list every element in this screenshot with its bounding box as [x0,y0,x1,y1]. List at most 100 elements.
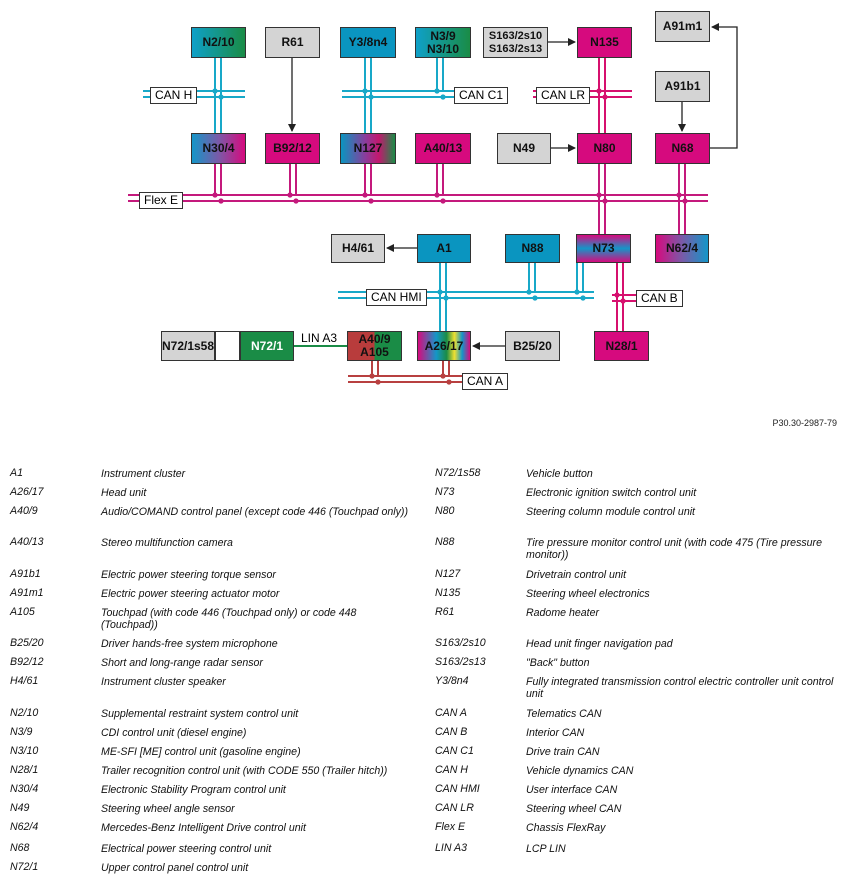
legend-code: N72/1 [10,861,39,873]
legend-description: Mercedes-Benz Intelligent Drive control … [101,822,306,834]
legend-description: Short and long-range radar sensor [101,657,263,669]
legend-code: Flex E [435,821,466,833]
figure-reference: P30.30-2987-79 [772,418,837,428]
bus-label-can-a: CAN A [462,373,509,390]
legend-description: LCP LIN [526,843,566,855]
drop-n68-n62-4-flex-junction-a [676,192,682,198]
drop-b92-12-flex-junction-a [287,192,293,198]
drop-a40-13-flex-junction-a [434,192,440,198]
module-y3-8n4: Y3/8n4 [340,27,396,58]
legend-code: CAN H [435,764,468,776]
legend-description: Vehicle button [526,468,593,480]
legend-code: N49 [10,802,30,814]
module-h4-61: H4/61 [331,234,385,263]
legend-description: Chassis FlexRay [526,822,606,834]
legend-row: A40/9 Audio/COMAND control panel (except … [10,505,420,536]
legend-description: Drivetrain control unit [526,569,627,581]
drop-n3-9-junction-a [434,88,440,94]
legend-code: A40/9 [10,505,38,517]
module-n62-4: N62/4 [655,234,709,263]
drop-a40-13-flex-junction-b [440,198,446,204]
drop-a1-a26-17-junction-a [437,289,443,295]
bus-label-can-lr: CAN LR [536,87,591,104]
module-a91m1: A91m1 [655,11,710,42]
legend-description: Vehicle dynamics CAN [526,765,634,777]
module-n72-1s58: N72/1s58 [161,331,215,361]
module-a40-13: A40/13 [415,133,471,164]
legend-description: Instrument cluster speaker [101,676,226,688]
legend-code: R61 [435,606,455,618]
legend-code: A91b1 [10,568,41,580]
legend-description: Interior CAN [526,727,585,739]
legend-description: Drive train CAN [526,746,600,758]
bus-label-can-b: CAN B [636,290,683,307]
legend-code: H4/61 [10,675,39,687]
legend-code: S163/2s10 [435,637,486,649]
legend-code: CAN HMI [435,783,480,795]
legend-description: Telematics CAN [526,708,602,720]
legend-row: N72/1 Upper control panel control unit [10,861,420,880]
drop-n3-9-junction-b [440,94,446,100]
legend-description: Electric power steering torque sensor [101,569,276,581]
drop-n73-hmi-junction-b [580,295,586,301]
legend-description: Electronic ignition switch control unit [526,487,697,499]
legend-code: N3/10 [10,745,39,757]
legend-description: Electronic Stability Program control uni… [101,784,286,796]
drop-n2-10-n30-4-junction-a [212,88,218,94]
legend-code: A1 [10,467,23,479]
module-n72-1s58-button-area [215,331,240,361]
drop-n73-hmi-junction-a [574,289,580,295]
module-a91b1: A91b1 [655,71,710,102]
legend-description: Radome heater [526,607,600,619]
drop-n127-flex-junction-a [362,192,368,198]
legend-description: Electrical power steering control unit [101,843,272,855]
legend-code: N73 [435,486,455,498]
drop-n73-n28-1-junction-b [620,298,626,304]
drop-n30-4-flex-junction-a [212,192,218,198]
drop-a26-17-can-a-junction-b [446,379,452,385]
legend-code: N3/9 [10,726,33,738]
legend-row: B92/12 Short and long-range radar sensor [10,656,420,675]
module-n2-10: N2/10 [191,27,246,58]
drop-n68-n62-4-flex-junction-b [682,198,688,204]
legend-description: Fully integrated transmission control el… [526,676,834,700]
legend-description: Steering wheel electronics [526,588,650,600]
legend-row: R61 Radome heater [435,606,845,637]
legend-row: Flex E Chassis FlexRay [435,821,845,842]
drop-n80-n73-flex-junction-b [602,198,608,204]
legend-description: "Back" button [526,657,590,669]
legend-description: Tire pressure monitor control unit (with… [526,537,822,561]
legend-description: Upper control panel control unit [101,862,249,874]
drop-n127-flex-junction-b [368,198,374,204]
drop-n73-n28-1-junction-a [614,292,620,298]
legend-description: Touchpad (with code 446 (Touchpad only) … [101,607,357,631]
legend-description: Audio/COMAND control panel (except code … [101,506,408,518]
drop-n88-junction-b [532,295,538,301]
legend-code: B25/20 [10,637,44,649]
drop-b92-12-flex-junction-b [293,198,299,204]
legend-code: A91m1 [10,587,44,599]
bus-label-flex-e: Flex E [139,192,184,209]
module-n73: N73 [576,234,631,263]
legend-code: LIN A3 [435,842,467,854]
legend-code: B92/12 [10,656,44,668]
drop-n135-n80-junction-a [596,88,602,94]
legend-code: A105 [10,606,35,618]
module-n72-1: N72/1 [240,331,294,361]
drop-n88-junction-a [526,289,532,295]
